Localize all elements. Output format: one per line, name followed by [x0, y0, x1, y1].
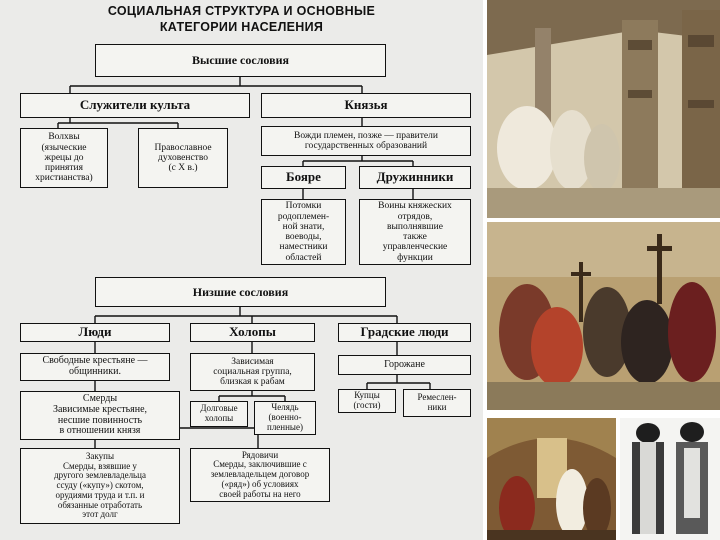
debt-kholopy-box: Долговые холопы — [190, 401, 248, 427]
upper-estates-header: Высшие сословия — [95, 44, 386, 77]
baptism-painting — [487, 222, 720, 410]
diagram-title-line-1: СОЦИАЛЬНАЯ СТРУКТУРА И ОСНОВНЫЕ — [107, 4, 376, 18]
kuptsy-box: Купцы (гости) — [338, 389, 396, 413]
orthodox-clergy-box: Православное духовенство (с X в.) — [138, 128, 228, 188]
kholopy-box: Холопы — [190, 323, 315, 342]
wooden-temple-painting — [487, 0, 720, 218]
druzhinniki-box: Дружинники — [359, 166, 471, 189]
people-box: Люди — [20, 323, 170, 342]
chelyad-box: Челядь (военно- пленные) — [254, 401, 316, 435]
connector-lines — [57, 77, 431, 448]
lower-estates-header: Низшие сословия — [95, 277, 386, 307]
chamber-scene-illustration — [487, 418, 616, 540]
druzhinniki-description-box: Воины княжеских отрядов, выполнявшие так… — [359, 199, 471, 265]
baptism-scene-illustration — [487, 222, 720, 410]
townspeople-box: Градские люди — [338, 323, 471, 342]
wooden-temple-illustration — [487, 0, 720, 218]
clergy-box: Служители культа — [20, 93, 250, 118]
free-peasants-box: Свободные крестьяне — общинники. — [20, 353, 170, 381]
volkhvy-box: Волхвы (языческие жрецы до принятия хрис… — [20, 128, 108, 188]
smerdy-box: Смерды Зависимые крестьяне, несшие повин… — [20, 391, 180, 440]
ryadovichi-box: Рядовичи Смерды, заключившие с землевлад… — [190, 448, 330, 502]
boyars-box: Бояре — [261, 166, 346, 189]
diagram-title-line-2: КАТЕГОРИИ НАСЕЛЕНИЯ — [159, 20, 324, 34]
dependent-group-box: Зависимая социальная группа, близкая к р… — [190, 353, 315, 391]
zakupy-box: Закупы Смерды, взявшие у другого землевл… — [20, 448, 180, 524]
remeslenniki-box: Ремеслен- ники — [403, 389, 471, 417]
tribal-leaders-box: Вожди племен, позже — правители государс… — [261, 126, 471, 156]
costume-figures-illustration — [620, 418, 720, 540]
boyars-description-box: Потомки родоплемен- ной знати, воеводы, … — [261, 199, 346, 265]
gorozhane-box: Горожане — [338, 355, 471, 375]
interior-painting — [487, 418, 616, 540]
princes-box: Князья — [261, 93, 471, 118]
costumes-illustration — [620, 418, 720, 540]
